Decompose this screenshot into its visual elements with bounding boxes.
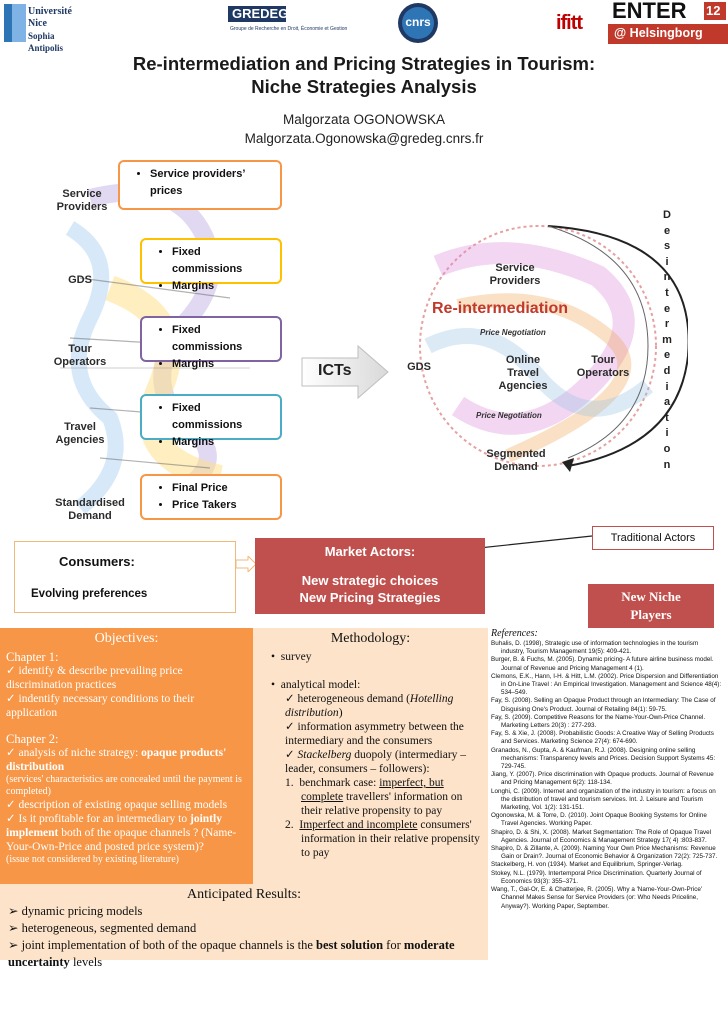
objective-note: (services' characteristics are concealed… — [6, 774, 242, 797]
box-final-price: Final PricePrice Takers — [140, 474, 282, 520]
reference-item: Granados, N., Gupta, A. & Kaufman, R.J. … — [491, 746, 716, 771]
box-tour-commissions: Fixed commissionsMargins — [140, 316, 282, 370]
box-service-providers-prices: Service providers’ prices — [118, 160, 282, 210]
market-title: Market Actors: — [324, 544, 416, 559]
author-email: Malgorzata.Ogonowska@gredeg.cnrs.fr — [244, 131, 484, 146]
objectives-heading: Objectives: — [94, 631, 159, 646]
enter-place: @ Helsingborg — [614, 26, 703, 40]
objectives-panel: Objectives: Chapter 1: identify & descri… — [0, 628, 253, 884]
result-item: heterogeneous, segmented demand — [8, 920, 480, 937]
consumers-subtitle: Evolving preferences — [31, 588, 148, 600]
consumers-arrow-icon — [236, 556, 257, 572]
references-list: References: Buhalis, D. (1998), Strategi… — [491, 628, 723, 968]
reference-item: Longhi, C. (2009). Internet and organiza… — [491, 787, 716, 812]
author-name: Malgorzata OGONOWSKA — [282, 112, 446, 127]
market-line-2: New Pricing Strategies — [299, 590, 441, 605]
objective-item: Is it profitable for an intermediary to … — [6, 812, 247, 854]
gredeg-subtitle: Groupe de Recherche en Droit, Économie e… — [230, 26, 348, 32]
reference-item: Fay, S. (2008). Selling an Opaque Produc… — [491, 697, 716, 713]
reintermediation-diagram — [419, 225, 688, 472]
objective-item: indentify necessary conditions to their … — [6, 692, 247, 720]
results-heading: Anticipated Results: — [187, 887, 301, 902]
unice-logo-graphic — [4, 4, 26, 42]
reference-item: Fay, S. (2009). Competitive Reasons for … — [491, 713, 706, 730]
method-item: • survey — [271, 651, 312, 663]
gredeg-name: GREDEG — [232, 6, 289, 21]
icts-label: ICTs — [318, 362, 352, 379]
reintermediation-label: Re-intermediation — [432, 300, 569, 317]
consumers-title: Consumers: — [59, 554, 135, 569]
icts-arrow — [301, 344, 389, 400]
methodology-heading: Methodology: — [330, 631, 411, 646]
right-gds: GDS — [407, 361, 431, 373]
reference-item: Shapiro, D. & Zillante, A. (2009). Namin… — [491, 845, 718, 861]
method-case-1: 1. benchmark case: imperfect, but comple… — [285, 777, 463, 817]
ifitt-text: ifitt — [555, 11, 583, 34]
reference-item: Jiang, Y. (2007). Price discrimination w… — [491, 771, 714, 787]
method-case-2: 2. Imperfect and incomplete consumers' i… — [285, 819, 480, 859]
enter-word: ENTER — [612, 0, 687, 23]
method-subitem: information asymmetry between the interm… — [261, 720, 480, 748]
market-line-1: New strategic choices — [301, 573, 439, 588]
reference-item: Stokey, N.L. (1979). Intertemporal Price… — [491, 869, 702, 885]
box-gds-commissions: Fixed commissionsMargins — [140, 238, 282, 292]
poster-title: Re-intermediation and Pricing Strategies… — [0, 52, 728, 98]
objective-item: analysis of niche strategy: opaque produ… — [6, 746, 247, 774]
reference-item: Buhalis, D. (1998), Strategic use of inf… — [491, 640, 699, 656]
objective-note: (issue not considered by existing litera… — [6, 854, 180, 865]
objective-item: identify & describe prevailing price dis… — [6, 664, 247, 692]
reference-item: Clemons, E.K., Hann, I-H. & Hitt, L.M. (… — [491, 672, 722, 697]
method-subitem: ✓ Stackelberg duopoly (intermediary – le… — [285, 749, 467, 775]
chapter-1-label: Chapter 1: — [6, 650, 59, 664]
method-subitem: heterogeneous demand (Hotelling distribu… — [261, 692, 480, 720]
objective-item: description of existing opaque selling m… — [6, 798, 247, 812]
reference-item: Ogonowska, M. & Torre, D. (2010). Joint … — [491, 812, 707, 828]
gredeg-logo: GREDEG Groupe de Recherche en Droit, Éco… — [228, 2, 352, 44]
price-negotiation-top: Price Negotiation — [480, 328, 546, 337]
cnrs-logo-graphic — [398, 3, 438, 43]
cnrs-text: cnrs — [405, 15, 431, 29]
methodology-panel: Methodology: • survey • analytical model… — [253, 628, 488, 884]
reference-item: Stackelberg, H. von (1934). Market and E… — [491, 861, 683, 869]
traditional-actors-box: Traditional Actors — [592, 526, 714, 550]
title-line-2: Niche Strategies Analysis — [251, 76, 477, 97]
result-item: joint implementation of both of the opaq… — [8, 937, 480, 971]
author-block: Malgorzata OGONOWSKA Malgorzata.Ogonowsk… — [0, 110, 728, 148]
reference-item: Shapiro, D. & Shi, X. (2008). Market Seg… — [491, 828, 712, 844]
method-item: • analytical model: — [271, 679, 361, 691]
consumers-box: Consumers: Evolving preferences — [14, 541, 236, 613]
reference-item: Fay, S. & Xie, J. (2008). Probabilistic … — [491, 730, 714, 746]
enter-number: 12 — [706, 3, 721, 18]
price-negotiation-bottom: Price Negotiation — [476, 411, 542, 420]
result-item: dynamic pricing models — [8, 903, 480, 920]
gredeg-logo-graphic — [228, 2, 352, 44]
chapter-2-label: Chapter 2: — [6, 732, 59, 746]
reference-item: Wang, T., Gal-Or, E. & Chatterjee, R. (2… — [491, 886, 703, 910]
ifitt-logo: ifitt — [548, 2, 590, 44]
label-gds: GDS — [68, 274, 92, 286]
reference-item: Burger, B. & Fuchs, M. (2005). Dynamic p… — [491, 656, 714, 672]
box-agencies-commissions: Fixed commissionsMargins — [140, 394, 282, 448]
cnrs-logo: cnrs — [396, 2, 440, 44]
references-heading: References: — [491, 628, 538, 639]
results-panel: Anticipated Results: dynamic pricing mod… — [0, 884, 488, 969]
enter-logo-graphic — [608, 0, 728, 44]
title-line-1: Re-intermediation and Pricing Strategies… — [132, 53, 596, 74]
enter-logo: ENTER 12 @ Helsingborg — [608, 0, 728, 44]
market-actors-box: Market Actors: New strategic choices New… — [255, 538, 485, 614]
